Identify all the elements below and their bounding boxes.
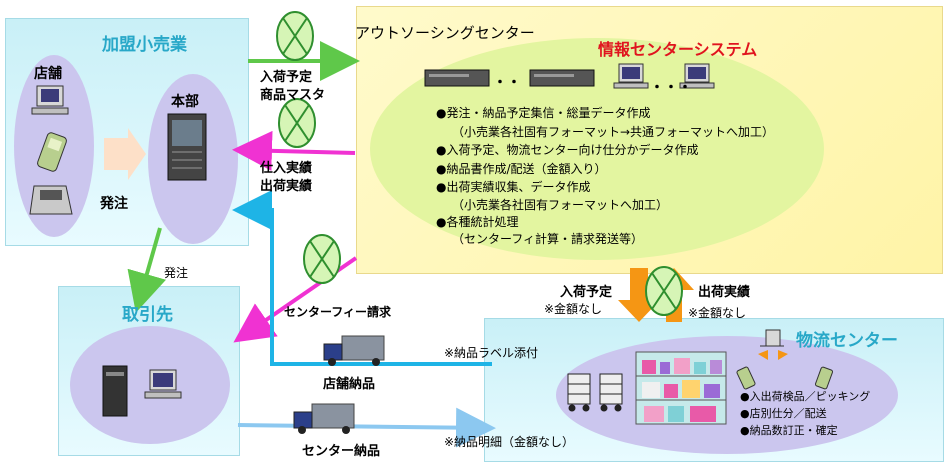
- system-bullet: ●各種統計処理: [436, 215, 519, 229]
- hq-label: 本部: [171, 94, 199, 110]
- order-label: 発注: [100, 196, 128, 212]
- shipping-results-label: 出荷実績: [260, 179, 313, 194]
- orange-arrow-down: [618, 268, 660, 322]
- shipping-note: ※金額なし: [688, 306, 747, 320]
- prohibited-circle-icon: [645, 266, 683, 316]
- logistics-bullet: ●納品数訂正・確定: [740, 424, 838, 437]
- order-down-label: 発注: [164, 266, 189, 280]
- arrival-plan-label: 入荷予定: [560, 285, 613, 300]
- cart-icon: [567, 373, 591, 412]
- cart-icon: [599, 373, 623, 412]
- handheld-terminal-icon: [29, 185, 73, 215]
- supplier-title: 取引先: [122, 305, 173, 325]
- green-arrow-order: [127, 227, 167, 313]
- logistics-title: 物流センター: [796, 331, 898, 351]
- prohibited-circle-icon: [278, 98, 316, 148]
- system-bullet: （センターフィ計算・請求発送等）: [452, 232, 644, 246]
- computer-icon: [679, 63, 715, 89]
- order-block-arrow: [104, 128, 146, 180]
- server-icon: [102, 365, 128, 417]
- arrival-note: ※金額なし: [544, 302, 603, 316]
- center-fee-label: センターフィー請求: [284, 305, 392, 319]
- store-delivery-label: 店舗納品: [323, 377, 376, 392]
- system-bullet: ●出荷実績収集、データ作成: [436, 180, 591, 194]
- server-icon: [167, 113, 207, 181]
- magenta-arrow-results: [232, 130, 356, 171]
- logistics-bullet: ●店別仕分／配送: [740, 407, 827, 420]
- computer-icon: [144, 369, 182, 399]
- server-dots-1: ・・: [493, 75, 521, 91]
- outsourcing-title: アウトソーシングセンター: [355, 24, 535, 42]
- system-title: 情報センターシステム: [598, 40, 758, 59]
- truck-icon: [323, 335, 385, 366]
- product-master-label: 商品マスタ: [260, 88, 326, 103]
- system-bullet: ●入荷予定、物流センター向け仕分かデータ作成: [436, 143, 699, 157]
- computer-icon: [613, 63, 649, 89]
- server-icon: [424, 69, 490, 87]
- inbound-plan-label: 入荷予定: [260, 70, 313, 85]
- system-bullet: （小売業各社固有フォーマットへ加工）: [452, 198, 669, 212]
- handheld-terminal-icon: [37, 132, 67, 172]
- center-delivery-label: センター納品: [302, 444, 381, 459]
- purchase-results-label: 仕入実績: [260, 161, 313, 176]
- store-label: 店舗: [34, 66, 62, 82]
- logistics-bullet: ●入出荷検品／ピッキング: [740, 390, 871, 403]
- computer-icon: [31, 85, 69, 115]
- label-note: ※納品ラベル添付: [444, 346, 539, 360]
- light-blue-arrow-center-delivery: [237, 407, 496, 448]
- system-bullet: （小売業各社固有フォーマット→共通フォーマットへ加工）: [452, 125, 775, 139]
- handheld-terminal-icon: [815, 366, 833, 390]
- prohibited-circle-icon: [303, 234, 341, 284]
- system-bullet: ●発注・納品予定集信・総量データ作成: [436, 106, 651, 120]
- server-dots-2: ・・・: [650, 80, 692, 96]
- scanner-icon: [758, 329, 788, 360]
- shipping-results-arrow-label: 出荷実績: [698, 285, 751, 300]
- shelf-icon: [635, 351, 727, 425]
- handheld-terminal-icon: [736, 366, 756, 390]
- system-bullet: ●納品書作成/配送（金額入り）: [436, 162, 607, 176]
- truck-icon: [293, 403, 355, 434]
- prohibited-circle-icon: [276, 11, 314, 61]
- cyan-arrow-store-delivery: [232, 190, 492, 366]
- franchise-title: 加盟小売業: [102, 35, 187, 55]
- detail-note: ※納品明細（金額なし）: [444, 435, 575, 449]
- server-icon: [529, 69, 595, 87]
